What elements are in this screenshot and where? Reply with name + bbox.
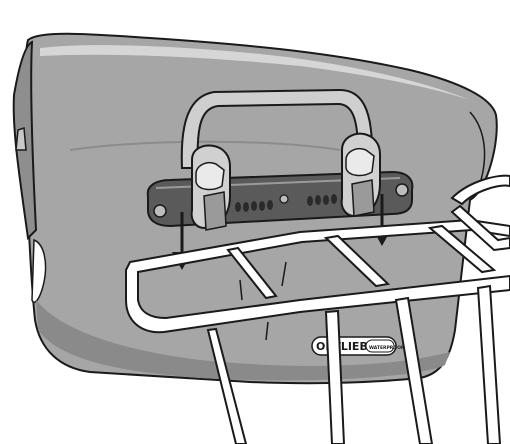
brand-badge-text: WATERPROOF [369, 345, 404, 351]
rail-screw-right [395, 183, 409, 197]
rack-crossbar-1 [226, 246, 278, 300]
rack-crossbar-2 [323, 234, 391, 288]
left-hook-clip [203, 191, 227, 231]
brand-logo: ORTLIEB WATERPROOF [311, 336, 404, 356]
right-hook [340, 132, 381, 218]
brand-logo-text: ORTLIEB [316, 340, 368, 353]
bag-bottom-notch [31, 238, 47, 303]
bag-top-highlight [40, 45, 470, 100]
rail-screw-center [279, 194, 289, 204]
rack-strut-center [324, 309, 346, 444]
bag-lower-shade [36, 300, 450, 381]
rack-strut-right [394, 296, 434, 444]
left-hook-lever [195, 162, 225, 191]
rail-slots-left [235, 200, 273, 212]
rack-rods [239, 261, 287, 341]
bike-rack [125, 174, 510, 444]
rack-rear-loop [450, 204, 510, 252]
rack-crossbar-3 [427, 224, 497, 274]
rail-screw-left [153, 204, 167, 218]
brand-badge [365, 339, 395, 353]
right-hook-lever [345, 148, 375, 177]
rail-slots-right [307, 194, 337, 206]
right-hook-clip [351, 179, 375, 217]
rack-strut-far-right [476, 284, 502, 444]
rack-upper-rail [450, 174, 510, 206]
bag-left-strap [15, 126, 27, 151]
bag-crease [69, 140, 341, 151]
left-hook [190, 144, 231, 231]
rack-strut-left [206, 327, 248, 444]
